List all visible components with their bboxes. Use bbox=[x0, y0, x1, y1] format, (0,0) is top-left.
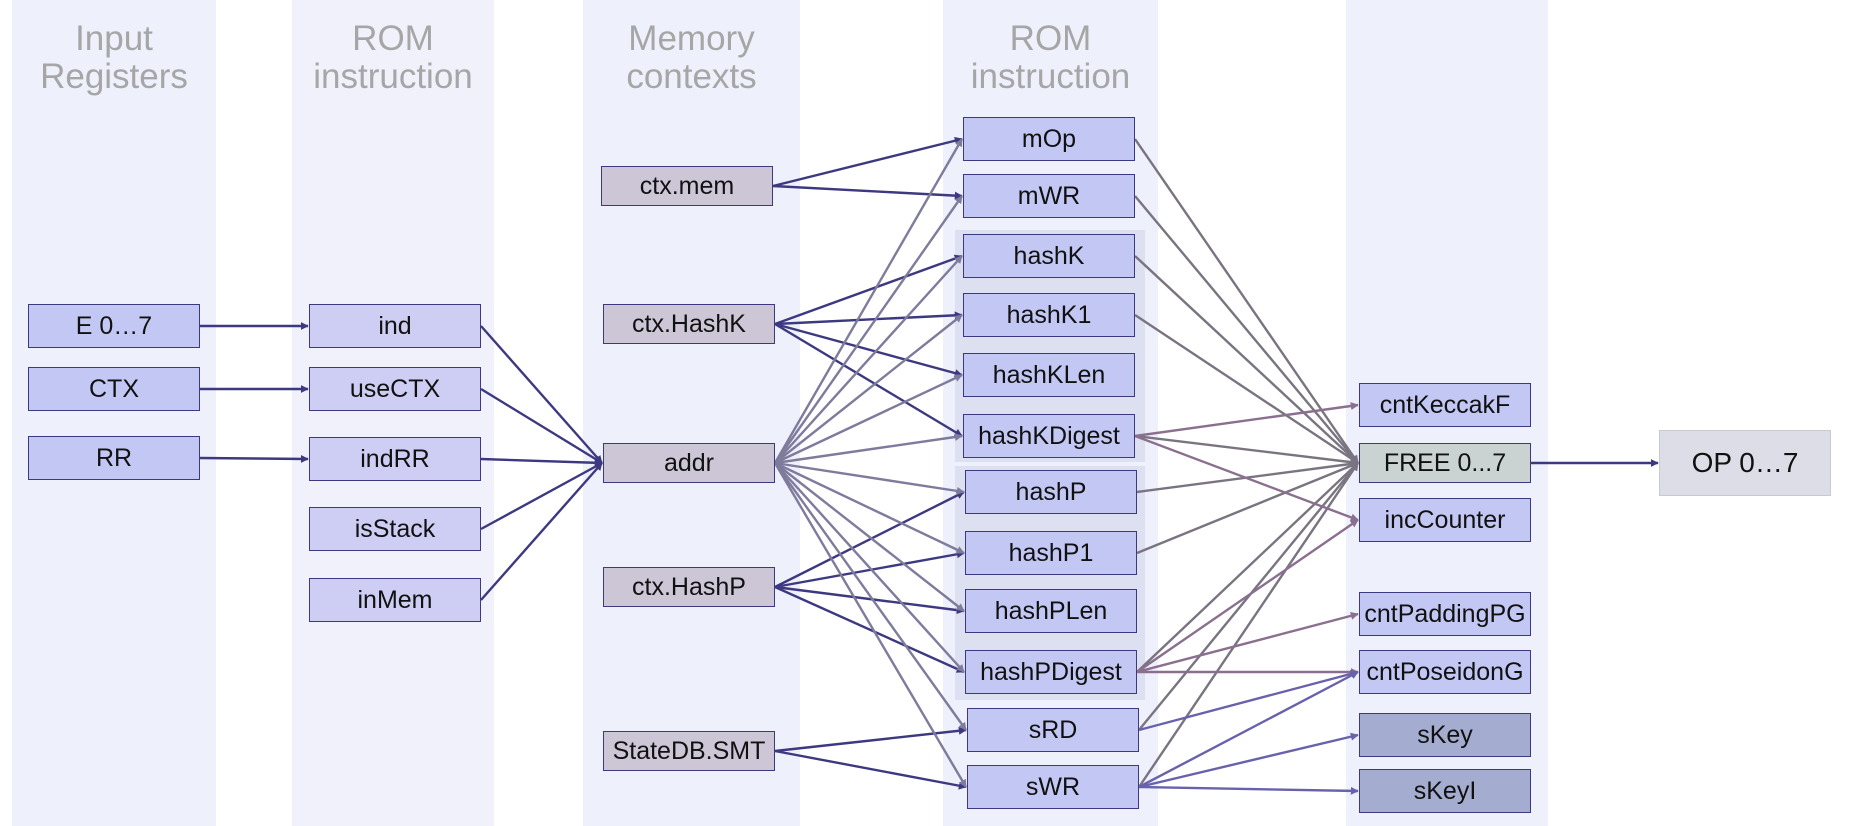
node-inmem: inMem bbox=[309, 578, 481, 622]
arrow-addr-to-mop bbox=[773, 138, 964, 464]
node-op: OP 0…7 bbox=[1659, 430, 1831, 496]
node-inccounter: incCounter bbox=[1359, 498, 1531, 542]
node-isstack: isStack bbox=[309, 507, 481, 551]
arrow-addr-to-hashklen bbox=[774, 373, 963, 465]
arrow-addr-to-hashp bbox=[774, 461, 965, 495]
arrow-hashk1-to-free bbox=[1134, 314, 1359, 464]
arrow-ctxhashk-to-hashk bbox=[774, 254, 963, 326]
lane-title: Input Registers bbox=[40, 19, 188, 96]
lane-title: Memory contexts bbox=[626, 19, 757, 96]
node-hashkdigest: hashKDigest bbox=[963, 414, 1135, 458]
node-hashp1: hashP1 bbox=[965, 531, 1137, 575]
node-ctx-register: CTX bbox=[28, 367, 200, 411]
arrow-ctxhashp-to-hashp1 bbox=[774, 550, 965, 589]
node-ctx-hashp: ctx.HashP bbox=[603, 567, 775, 607]
arrow-addr-to-hashk bbox=[774, 255, 963, 464]
arrow-hashkdigest-to-free bbox=[1134, 434, 1359, 467]
arrow-hashkdigest-to-cntkeccakf bbox=[1134, 402, 1359, 438]
node-hashpdigest: hashPDigest bbox=[965, 650, 1137, 694]
node-skeyi: sKeyI bbox=[1359, 769, 1531, 813]
arrow-ind-to-addr bbox=[480, 325, 603, 464]
arrow-rr-to-indrr bbox=[199, 454, 309, 463]
arrow-indrr-to-addr bbox=[480, 457, 603, 467]
lane-memory-contexts: Memory contexts bbox=[583, 0, 800, 826]
arrow-swr-to-free bbox=[1138, 462, 1359, 788]
node-addr: addr bbox=[603, 443, 775, 483]
node-mop: mOp bbox=[963, 117, 1135, 161]
arrow-ctxhashp-to-hashpdigest bbox=[774, 585, 965, 674]
node-free: FREE 0...7 bbox=[1359, 443, 1531, 483]
node-usectx: useCTX bbox=[309, 367, 481, 411]
node-hashk: hashK bbox=[963, 234, 1135, 278]
node-hashklen: hashKLen bbox=[963, 353, 1135, 397]
arrow-ctxhashk-to-hashkdigest bbox=[774, 322, 963, 438]
arrow-addr-to-srd bbox=[774, 462, 967, 731]
arrow-hashpdigest-to-inccounter bbox=[1136, 519, 1359, 673]
node-e-register: E 0…7 bbox=[28, 304, 200, 348]
arrow-usectx-to-addr bbox=[480, 387, 603, 465]
arrow-addr-to-mwr bbox=[774, 195, 963, 464]
lane-input-registers: Input Registers bbox=[12, 0, 216, 826]
arrow-statedb-to-swr bbox=[774, 749, 967, 790]
node-mwr: mWR bbox=[963, 174, 1135, 218]
arrow-addr-to-hashk1 bbox=[774, 314, 963, 464]
arrow-addr-to-hashkdigest bbox=[774, 433, 963, 465]
node-ctx-mem: ctx.mem bbox=[601, 166, 773, 206]
node-cntposeidong: cntPoseidonG bbox=[1359, 650, 1531, 694]
node-swr: sWR bbox=[967, 765, 1139, 809]
arrow-ctxhashp-to-hashplen bbox=[774, 585, 965, 615]
node-statedb-smt: StateDB.SMT bbox=[603, 731, 775, 771]
node-ctx-hashk: ctx.HashK bbox=[603, 304, 775, 344]
arrow-ctxmem-to-mop bbox=[772, 136, 963, 188]
node-cntkeccakf: cntKeccakF bbox=[1359, 383, 1531, 427]
arrow-ctxhashk-to-hashk1 bbox=[774, 311, 963, 326]
arrow-mwr-to-free bbox=[1134, 195, 1359, 464]
arrow-mop-to-free bbox=[1134, 138, 1359, 464]
arrow-addr-to-hashplen bbox=[774, 462, 965, 612]
arrow-hashpdigest-to-free bbox=[1136, 462, 1359, 673]
arrow-srd-to-cntposeidong bbox=[1138, 669, 1359, 732]
arrow-swr-to-skeyi bbox=[1138, 785, 1359, 795]
arrow-hashpdigest-to-cntpaddingpg bbox=[1136, 611, 1359, 674]
lane-title: ROM instruction bbox=[313, 19, 473, 96]
node-cntpaddingpg: cntPaddingPG bbox=[1359, 592, 1531, 636]
node-rr-register: RR bbox=[28, 436, 200, 480]
arrow-addr-to-hashp1 bbox=[774, 461, 965, 555]
arrow-ctxhashp-to-hashp bbox=[774, 490, 965, 589]
lane-rom-instruction-1: ROM instruction bbox=[292, 0, 494, 826]
lane-title: ROM instruction bbox=[970, 19, 1131, 96]
arrow-hashkdigest-to-inccounter bbox=[1134, 434, 1359, 522]
node-ind: ind bbox=[309, 304, 481, 348]
arrow-addr-to-hashpdigest bbox=[774, 462, 965, 673]
arrow-addr-to-swr bbox=[773, 462, 968, 788]
arrow-inmem-to-addr bbox=[480, 462, 603, 601]
node-indrr: indRR bbox=[309, 437, 481, 481]
arrow-hashk-to-free bbox=[1134, 255, 1359, 464]
node-skey: sKey bbox=[1359, 713, 1531, 757]
node-hashplen: hashPLen bbox=[965, 589, 1137, 633]
node-srd: sRD bbox=[967, 708, 1139, 752]
arrow-ctxhashk-to-hashklen bbox=[774, 322, 963, 377]
arrow-swr-to-cntposeidong bbox=[1138, 670, 1359, 789]
node-hashp: hashP bbox=[965, 470, 1137, 514]
arrow-swr-to-skey bbox=[1138, 732, 1359, 789]
arrow-isstack-to-addr bbox=[480, 461, 603, 531]
arrow-hashp1-to-free bbox=[1136, 461, 1359, 555]
node-hashk1: hashK1 bbox=[963, 293, 1135, 337]
